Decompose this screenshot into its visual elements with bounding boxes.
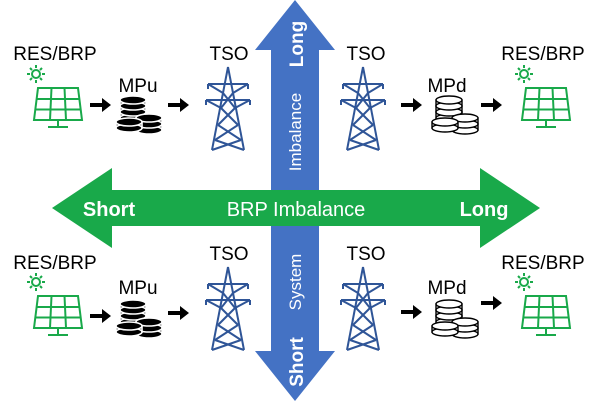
vertical-long-label: Long	[287, 21, 308, 67]
tso-label-top-left: TSO	[209, 44, 248, 65]
coins-icon	[431, 299, 479, 339]
coins-icon	[115, 95, 163, 135]
mpu-label-bottom: MPu	[118, 278, 157, 299]
brp-imbalance-label: BRP Imbalance	[227, 199, 366, 221]
res-brp-label-top-right: RES/BRP	[501, 44, 584, 65]
solar-panel-icon	[26, 64, 83, 128]
mpd-label-top: MPd	[427, 76, 466, 97]
right-arrow-icon	[168, 98, 189, 112]
coins-icon	[431, 95, 479, 135]
horizontal-long-label: Long	[460, 199, 509, 221]
right-arrow-icon	[481, 296, 502, 310]
transmission-tower-icon	[205, 266, 251, 351]
transmission-tower-icon	[340, 266, 386, 351]
solar-panel-icon	[514, 272, 571, 336]
right-arrow-icon	[90, 98, 111, 112]
res-brp-label-bottom-left: RES/BRP	[13, 253, 96, 274]
tso-label-top-right: TSO	[346, 44, 385, 65]
vertical-imbalance-label: Imbalance	[286, 93, 305, 171]
coins-icon	[115, 299, 163, 339]
transmission-tower-icon	[340, 66, 386, 151]
vertical-system-label: System	[286, 254, 305, 311]
tso-label-bottom-left: TSO	[209, 244, 248, 265]
vertical-short-label: Short	[287, 337, 308, 387]
horizontal-short-label: Short	[83, 199, 136, 221]
solar-panel-icon	[514, 64, 571, 128]
brp-imbalance-arrow	[52, 168, 540, 248]
right-arrow-icon	[401, 98, 422, 112]
right-arrow-icon	[481, 98, 502, 112]
tso-label-bottom-right: TSO	[346, 244, 385, 265]
right-arrow-icon	[401, 305, 422, 319]
res-brp-label-top-left: RES/BRP	[13, 44, 96, 65]
right-arrow-icon	[168, 306, 189, 320]
res-brp-label-bottom-right: RES/BRP	[501, 253, 584, 274]
mpu-label-top: MPu	[118, 76, 157, 97]
solar-panel-icon	[26, 272, 83, 336]
mpd-label-bottom: MPd	[427, 278, 466, 299]
transmission-tower-icon	[205, 66, 251, 151]
right-arrow-icon	[90, 309, 111, 323]
